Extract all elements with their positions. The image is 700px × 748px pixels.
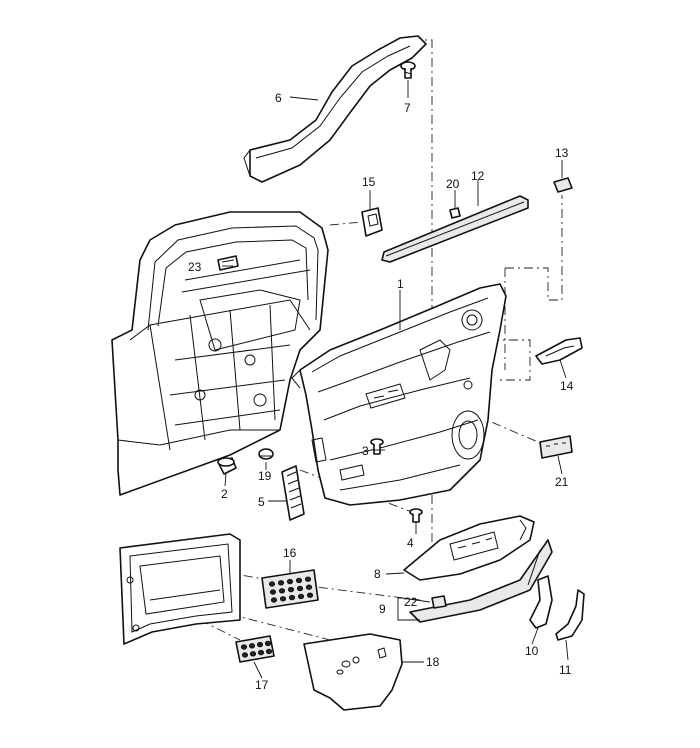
callout-22: 22 (404, 595, 418, 609)
callout-18: 18 (426, 655, 440, 669)
callout-14: 14 (560, 379, 574, 393)
part-7-screw (400, 61, 416, 79)
callout-9: 9 (379, 602, 386, 616)
part-3-bolt (370, 438, 384, 455)
callout-23: 23 (188, 260, 202, 274)
part-10-end-cap (529, 575, 553, 629)
callout-5: 5 (258, 495, 265, 509)
pad-hole (287, 586, 295, 593)
callout-6: 6 (275, 91, 282, 105)
callout-17: 17 (255, 678, 269, 692)
callout-labels: 1 2 3 4 5 6 7 8 9 10 11 12 13 14 15 16 1… (188, 91, 574, 692)
pad-hole (249, 651, 257, 657)
callout-8: 8 (374, 567, 381, 581)
part-12-trim-strip (381, 195, 529, 263)
pad-hole (288, 594, 296, 601)
pad-hole (304, 576, 312, 582)
pad-hole (241, 652, 249, 658)
pad-hole (279, 596, 287, 602)
part-13-pad (553, 177, 573, 193)
callout-19: 19 (258, 469, 272, 483)
pad-hole (277, 580, 285, 586)
callout-1: 1 (397, 277, 404, 291)
pad-hole (240, 644, 248, 650)
part-15-clip (361, 207, 383, 237)
callout-13: 13 (555, 146, 569, 160)
pad-hole (265, 648, 273, 655)
callout-3: 3 (362, 444, 369, 458)
pad-hole (270, 597, 278, 603)
part-22-cover (431, 595, 447, 609)
part-9-trim-strip (409, 539, 553, 623)
pad-hole (268, 581, 276, 587)
part-4-bolt (409, 508, 423, 523)
pad-hole (295, 577, 303, 584)
part-8-armrest (403, 515, 535, 581)
pad-hole (296, 585, 304, 592)
pad-hole (278, 588, 286, 594)
callout-10: 10 (525, 644, 539, 658)
part-6-upper-channel (243, 35, 427, 183)
part-20-clip (449, 207, 461, 219)
callout-16: 16 (283, 546, 297, 560)
pad-hole (269, 589, 277, 595)
part-5-speaker-grille (281, 465, 305, 521)
door-shell (111, 211, 329, 496)
part-11-end-trim (555, 589, 585, 641)
callout-7: 7 (404, 101, 411, 115)
pad-hole (257, 649, 265, 656)
inner-door-frame (119, 533, 241, 645)
pad-hole (248, 643, 256, 649)
part-18-foam-sheet (303, 633, 403, 711)
callout-21: 21 (555, 475, 569, 489)
pad-hole (256, 641, 264, 648)
part-14-door-handle (535, 337, 583, 365)
part-17-pad (235, 635, 275, 663)
part-19-cap (258, 448, 274, 460)
part-2-plug (217, 457, 237, 475)
part-21-badge (539, 435, 573, 459)
part-23-bracket (217, 255, 239, 271)
part-1-door-trim-panel (291, 283, 507, 506)
callout-2: 2 (221, 487, 228, 501)
callout-15: 15 (362, 175, 376, 189)
pad-hole (264, 640, 272, 647)
callout-4: 4 (407, 536, 414, 550)
pad-hole (305, 584, 313, 590)
callout-20: 20 (446, 177, 460, 191)
leader-lines (222, 80, 569, 679)
pad-hole (306, 592, 314, 598)
callout-12: 12 (471, 169, 485, 183)
pad-hole (286, 578, 294, 585)
pad-hole (297, 593, 305, 600)
callout-11: 11 (559, 663, 572, 677)
part-16-pad (261, 569, 319, 609)
